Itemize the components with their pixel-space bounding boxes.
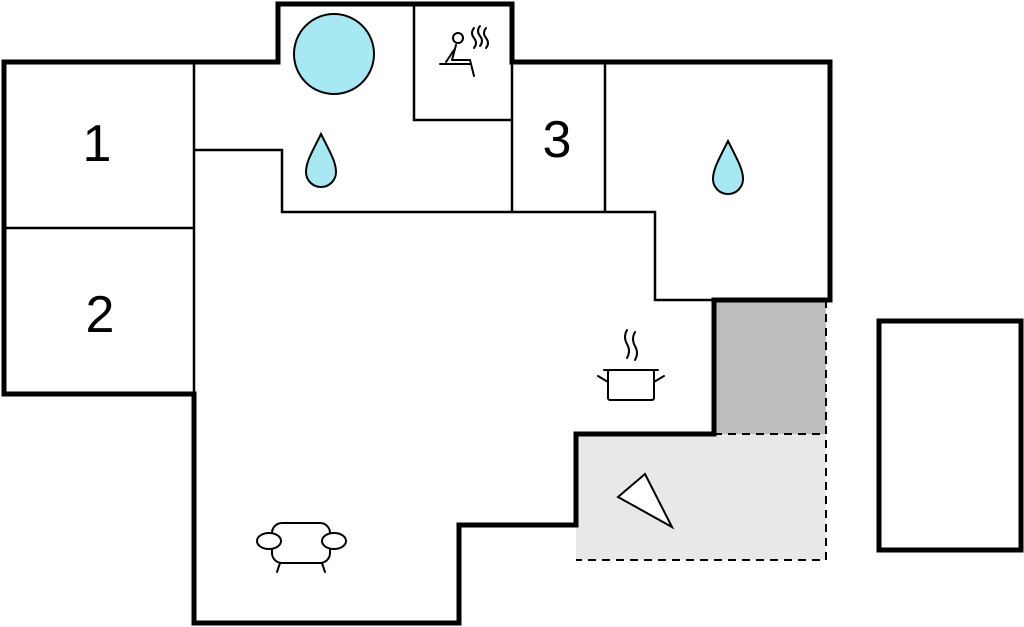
- room-label-2: 2: [86, 286, 115, 344]
- terrace: [576, 300, 827, 561]
- sauna-icon: [439, 25, 489, 77]
- terrace-dark-area: [714, 300, 826, 434]
- room-label-1: 1: [83, 115, 112, 173]
- interior-walls: [4, 4, 714, 392]
- exterior-wall: [1, 1, 833, 626]
- shower-icon: [304, 131, 338, 188]
- hot-tub-icon: [293, 13, 375, 95]
- bathroom-icon: [711, 138, 745, 195]
- compass-icon: [616, 472, 675, 530]
- terrace-light-area: [576, 434, 826, 560]
- sofa-icon: [256, 522, 347, 573]
- room-label-3: 3: [543, 111, 572, 169]
- outbuilding: [876, 318, 1024, 553]
- kitchen-pot-icon: [597, 329, 665, 401]
- terrace-dashed-border: [576, 300, 827, 561]
